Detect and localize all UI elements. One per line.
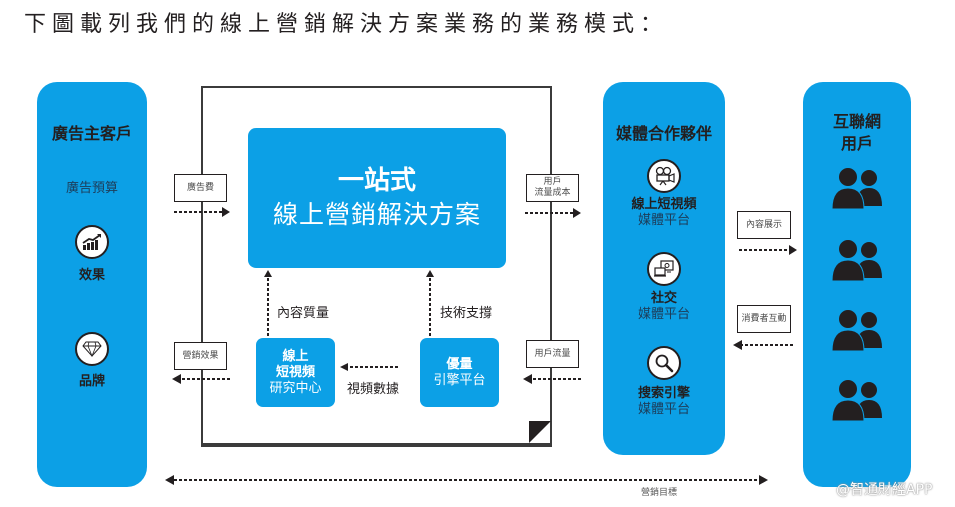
user-traffic-cost-arrow [525, 208, 581, 218]
research-line1: 線上 [282, 348, 309, 364]
users-title-line2: 用戶 [840, 134, 873, 153]
video-camera-icon [647, 159, 681, 193]
search-engine-platform-light: 媒體平台 [637, 402, 690, 417]
tech-support-arrow [426, 270, 434, 336]
one-stop-solution-box: 一站式 線上營銷解決方案 [248, 128, 506, 268]
watermark: @智通財經APP [836, 482, 933, 498]
page-title: 下圖載列我們的線上營銷解決方案業務的業務模式： [24, 12, 669, 37]
users-title-line1: 互聯網 [832, 112, 881, 131]
engine-line2: 引擎平台 [433, 372, 486, 388]
video-data-label: 視頻數據 [347, 382, 400, 397]
search-engine-platform-bold: 搜索引擎 [637, 386, 690, 401]
chart-growth-icon [75, 225, 109, 259]
content-quality-label: 內容質量 [277, 306, 330, 321]
social-platform-light: 媒體平台 [637, 307, 690, 322]
short-video-platform-light: 媒體平台 [637, 213, 690, 228]
user-traffic-cost-line1: 用戶 [543, 177, 562, 187]
video-data-arrow [340, 363, 398, 371]
marketing-goal-label: 營銷目標 [641, 488, 678, 498]
content-display-tag: 內容展示 [737, 211, 791, 239]
media-title: 媒體合作夥伴 [615, 124, 712, 143]
engine-platform-box: 優量 引擎平台 [420, 338, 499, 407]
diamond-icon [75, 332, 109, 366]
engine-line1: 優量 [446, 356, 473, 372]
advertiser-column: 廣告主客戶 廣告預算 效果 品牌 [37, 82, 147, 487]
users-icon [829, 238, 885, 286]
marketing-effect-arrow [172, 374, 230, 384]
tech-support-label: 技術支撐 [440, 306, 493, 321]
ad-fee-tag: 廣告費 [174, 174, 227, 202]
users-icon [829, 378, 885, 426]
ad-fee-arrow [174, 207, 230, 217]
ad-budget-label: 廣告預算 [65, 181, 118, 196]
brand-label: 品牌 [78, 374, 105, 389]
user-traffic-cost-tag: 用戶 流量成本 [526, 174, 579, 202]
research-center-box: 線上 短視頻 研究中心 [256, 338, 335, 407]
online-marketing-solution-label: 線上營銷解決方案 [272, 200, 481, 229]
users-icon [829, 166, 885, 214]
center-frame [201, 86, 552, 447]
one-stop-label: 一站式 [337, 166, 416, 196]
effect-label: 效果 [78, 268, 105, 283]
search-icon [647, 346, 681, 380]
content-display-arrow [739, 245, 797, 255]
content-quality-arrow [264, 270, 272, 336]
consumer-interaction-arrow [733, 340, 793, 350]
center-frame-bottom-line [201, 443, 552, 445]
media-column: 媒體合作夥伴 線上短視頻 媒體平台 社交 媒體平台 搜索引擎 媒體平台 [603, 82, 725, 455]
user-traffic-cost-line2: 流量成本 [534, 188, 571, 198]
user-traffic-arrow [523, 374, 581, 384]
research-line2: 短視頻 [275, 364, 315, 380]
advertiser-title: 廣告主客戶 [51, 124, 132, 143]
social-platform-bold: 社交 [650, 291, 677, 306]
social-computer-icon [647, 252, 681, 286]
user-traffic-tag: 用戶流量 [526, 340, 579, 368]
users-icon [829, 308, 885, 356]
page-curl-corner [529, 421, 551, 443]
users-column: 互聯網 用戶 [803, 82, 911, 487]
research-line3: 研究中心 [269, 380, 322, 396]
consumer-interaction-tag: 消費者互動 [737, 305, 791, 333]
marketing-effect-tag: 營銷效果 [174, 342, 227, 370]
short-video-platform-bold: 線上短視頻 [631, 197, 697, 212]
marketing-goal-arrow [165, 475, 768, 485]
